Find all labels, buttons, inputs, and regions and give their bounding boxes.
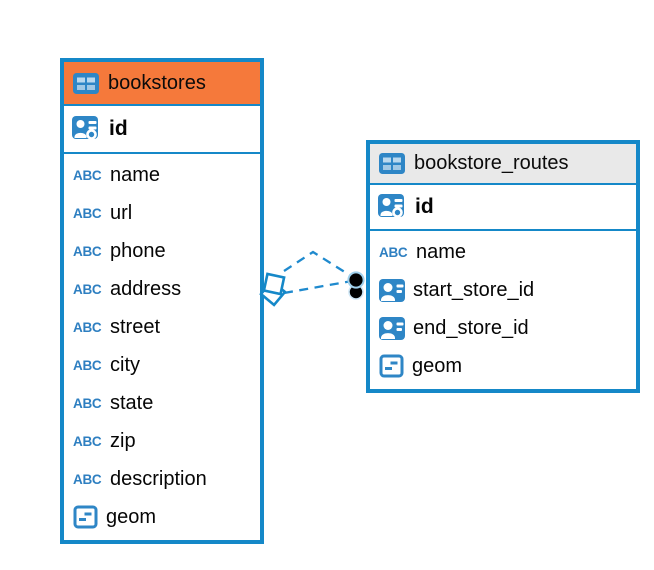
entity-table-bookstores[interactable]: bookstores id ABC name ABC url <box>60 58 264 544</box>
column-name: start_store_id <box>413 278 535 301</box>
column-list: ABC name start_store_id <box>370 231 636 389</box>
column-name: name <box>110 163 161 186</box>
table-header[interactable]: bookstores <box>64 62 260 106</box>
table-name: bookstore_routes <box>414 152 569 174</box>
column-name: description <box>110 467 207 490</box>
relationship-line-lower <box>283 279 353 295</box>
text-type-icon: ABC <box>73 205 102 221</box>
primary-key-name: id <box>415 195 434 218</box>
column-name: geom <box>106 505 157 528</box>
column-list: ABC name ABC url ABC phone ABC address A… <box>64 154 260 540</box>
entity-table-bookstore-routes[interactable]: bookstore_routes id ABC name <box>366 140 640 393</box>
text-type-icon: ABC <box>379 244 408 260</box>
table-header[interactable]: bookstore_routes <box>370 144 636 185</box>
geometry-type-icon <box>73 505 98 529</box>
column-name: phone <box>110 239 166 262</box>
text-type-icon: ABC <box>73 433 102 449</box>
text-type-icon: ABC <box>73 357 102 373</box>
diamond-end-markers <box>259 272 287 307</box>
text-type-icon: ABC <box>73 471 102 487</box>
column-row[interactable]: ABC phone <box>64 232 260 270</box>
dot-end-markers <box>347 271 365 300</box>
column-name: end_store_id <box>413 316 529 339</box>
foreign-key-icon <box>379 316 405 340</box>
column-name: state <box>110 391 154 414</box>
geometry-type-icon <box>379 354 404 378</box>
text-type-icon: ABC <box>73 243 102 259</box>
column-row[interactable]: start_store_id <box>370 271 636 309</box>
table-name: bookstores <box>108 71 206 94</box>
column-row[interactable]: ABC name <box>370 233 636 271</box>
relationship-line-upper <box>283 250 352 277</box>
text-type-icon: ABC <box>73 395 102 411</box>
column-name: street <box>110 315 161 338</box>
primary-key-icon <box>378 194 406 224</box>
column-name: geom <box>412 354 463 377</box>
column-row[interactable]: ABC url <box>64 194 260 232</box>
text-type-icon: ABC <box>73 319 102 335</box>
column-row[interactable]: ABC address <box>64 270 260 308</box>
primary-key-row[interactable]: id <box>64 106 260 154</box>
table-icon <box>73 72 99 94</box>
primary-key-name: id <box>109 117 128 140</box>
foreign-key-icon <box>379 278 405 302</box>
primary-key-row[interactable]: id <box>370 185 636 231</box>
column-name: url <box>110 201 133 224</box>
primary-key-icon <box>72 116 100 146</box>
text-type-icon: ABC <box>73 167 102 183</box>
column-row[interactable]: ABC street <box>64 308 260 346</box>
column-row[interactable]: geom <box>370 347 636 385</box>
column-row[interactable]: ABC name <box>64 156 260 194</box>
column-row[interactable]: ABC zip <box>64 422 260 460</box>
column-name: city <box>110 353 140 376</box>
text-type-icon: ABC <box>73 281 102 297</box>
column-row[interactable]: ABC city <box>64 346 260 384</box>
column-row[interactable]: geom <box>64 498 260 536</box>
table-icon <box>379 153 405 174</box>
column-row[interactable]: ABC description <box>64 460 260 498</box>
column-name: address <box>110 277 182 300</box>
column-name: zip <box>110 429 136 452</box>
column-name: name <box>416 240 467 263</box>
column-row[interactable]: end_store_id <box>370 309 636 347</box>
column-row[interactable]: ABC state <box>64 384 260 422</box>
